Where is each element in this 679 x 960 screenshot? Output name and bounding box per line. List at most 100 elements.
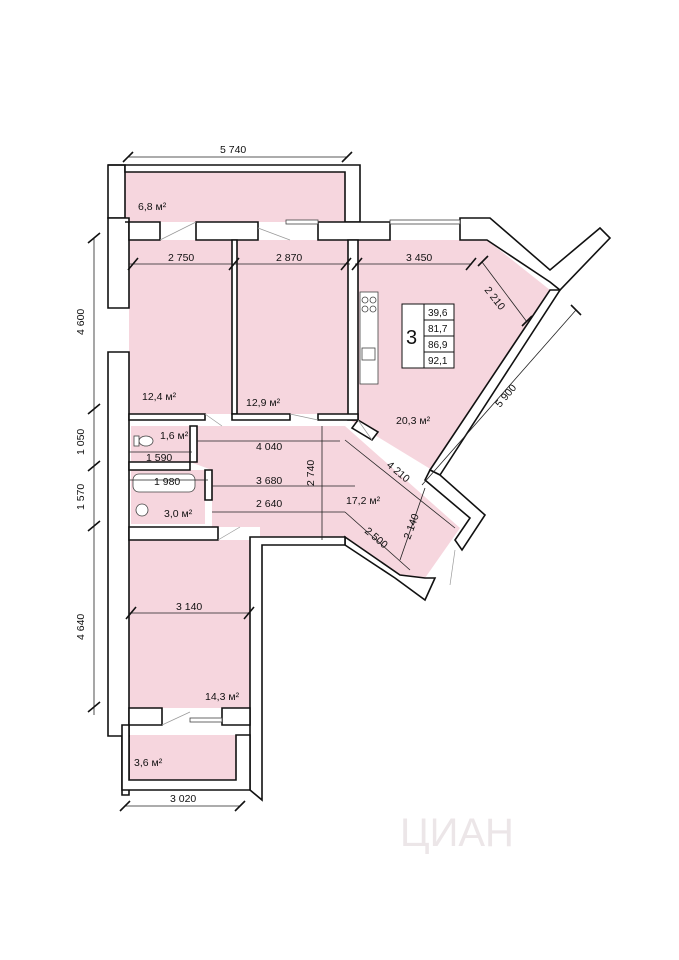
wall-bedroom3-top bbox=[128, 526, 219, 541]
room-labels: 6,8 м² 12,4 м² 12,9 м² 20,3 м² 1,6 м² 3,… bbox=[134, 201, 431, 769]
stove-burner-icon bbox=[369, 296, 377, 304]
dim-bedroom-3-width: 3 140 bbox=[176, 601, 202, 613]
dim-left-2: 1 050 bbox=[75, 429, 87, 455]
wall-bath-right bbox=[204, 469, 213, 501]
dim-tick bbox=[351, 257, 363, 271]
label-balcony-top: 6,8 м² bbox=[138, 201, 167, 213]
dim-tick bbox=[125, 606, 137, 620]
door-swing bbox=[357, 419, 373, 441]
wall-left-top bbox=[107, 164, 126, 219]
wall-bedroom-bottom-3 bbox=[317, 413, 359, 421]
kitchen-counter bbox=[359, 291, 379, 385]
dim-left-3: 1 570 bbox=[75, 484, 87, 510]
fixtures bbox=[132, 291, 379, 517]
wall-bedroom-top-2 bbox=[195, 221, 259, 241]
dim-tick bbox=[87, 701, 101, 713]
label-bedroom-1: 12,4 м² bbox=[142, 391, 177, 403]
label-balcony-bottom: 3,6 м² bbox=[134, 757, 163, 769]
watermark: ЦИАН bbox=[400, 811, 514, 855]
label-kitchen-living: 20,3 м² bbox=[396, 415, 431, 427]
dim-bedroom-2-width: 2 870 bbox=[276, 252, 302, 264]
wall-partition-2-kitchen bbox=[347, 239, 359, 421]
dim-hall-width: 4 040 bbox=[256, 441, 282, 453]
label-bathroom: 3,0 м² bbox=[164, 508, 193, 520]
rooms-count: 3 bbox=[406, 327, 417, 349]
dim-line bbox=[344, 511, 411, 571]
dim-toilet-width: 1 590 bbox=[146, 452, 172, 464]
door-swings bbox=[159, 219, 461, 726]
dim-hall-height: 2 740 bbox=[305, 460, 317, 486]
room-balcony-top bbox=[125, 172, 345, 222]
dim-tick bbox=[87, 520, 101, 532]
dim-tick bbox=[87, 460, 101, 472]
dim-kitchen-width: 3 450 bbox=[406, 252, 432, 264]
wall-bedroom3-right bbox=[249, 536, 346, 802]
dim-tick bbox=[87, 403, 101, 415]
dim-tick bbox=[119, 800, 131, 812]
dim-left-4: 4 640 bbox=[75, 614, 87, 640]
dim-tick bbox=[243, 606, 255, 620]
dim-tick bbox=[341, 151, 353, 163]
dim-line bbox=[421, 309, 577, 486]
label-hall: 17,2 м² bbox=[346, 495, 381, 507]
dim-corridor-width: 3 680 bbox=[256, 475, 282, 487]
room-toilet bbox=[131, 426, 190, 462]
door-swing bbox=[204, 413, 223, 427]
dim-top-width: 5 740 bbox=[220, 144, 246, 156]
door-swing bbox=[257, 227, 291, 241]
window-icon bbox=[389, 219, 461, 225]
dim-bottom-width: 3 020 bbox=[170, 793, 196, 805]
area-living: 39,6 bbox=[428, 308, 448, 319]
room-hall bbox=[190, 426, 460, 578]
dimension-lines bbox=[87, 151, 582, 812]
stove-burner-icon bbox=[361, 305, 369, 313]
dim-bath-width: 1 980 bbox=[154, 476, 180, 488]
door-swing bbox=[159, 221, 197, 241]
wall-kitchen-top bbox=[459, 217, 612, 292]
wall-toilet-right bbox=[189, 425, 198, 463]
room-balcony-bottom bbox=[129, 735, 236, 780]
toilet-tank-icon bbox=[133, 435, 140, 447]
dim-tick bbox=[570, 304, 582, 316]
wall-left-middle bbox=[107, 351, 130, 737]
wall-bedroom-top-1 bbox=[125, 221, 161, 241]
wall-hall-bottom-diag bbox=[344, 535, 437, 602]
dim-bedroom-1-width: 2 750 bbox=[168, 252, 194, 264]
bathtub-icon bbox=[132, 473, 196, 493]
dim-tick bbox=[127, 257, 139, 271]
dim-tick bbox=[477, 255, 489, 267]
dim-tick bbox=[122, 151, 134, 163]
label-bedroom-2: 12,9 м² bbox=[246, 397, 281, 409]
door-swing bbox=[161, 711, 191, 726]
window-icon bbox=[189, 717, 223, 723]
area-total: 81,7 bbox=[428, 324, 448, 335]
dim-line bbox=[399, 487, 426, 561]
wall-hall-right bbox=[424, 468, 487, 552]
window-icon bbox=[285, 219, 319, 225]
washbasin-icon bbox=[135, 503, 149, 517]
dim-corridor-lower: 2 640 bbox=[256, 498, 282, 510]
dim-tick bbox=[521, 315, 533, 327]
dim-tick bbox=[234, 800, 246, 812]
stove-burner-icon bbox=[361, 296, 369, 304]
dim-tick bbox=[465, 257, 477, 271]
dim-tick bbox=[87, 232, 101, 244]
dim-tick bbox=[228, 257, 240, 271]
wall-bedroom-top-3 bbox=[317, 221, 391, 241]
room-bedroom-3 bbox=[129, 540, 250, 708]
sink-icon bbox=[361, 347, 376, 361]
area-table: 3 39,6 81,7 86,9 92,1 bbox=[401, 303, 455, 369]
stove-burner-icon bbox=[369, 305, 377, 313]
wall-bedroom-bottom-1 bbox=[128, 413, 206, 421]
dim-tick bbox=[340, 257, 352, 271]
wall-balcony-bottom bbox=[121, 724, 251, 791]
area-full: 92,1 bbox=[428, 356, 448, 367]
door-swing bbox=[217, 526, 241, 541]
label-bedroom-3: 14,3 м² bbox=[205, 691, 240, 703]
door-swing bbox=[449, 549, 456, 586]
wall-bedroom-bottom-2 bbox=[231, 413, 291, 421]
toilet-bowl-icon bbox=[138, 435, 154, 447]
dim-line bbox=[344, 439, 456, 529]
room-bedroom-2 bbox=[237, 240, 348, 414]
